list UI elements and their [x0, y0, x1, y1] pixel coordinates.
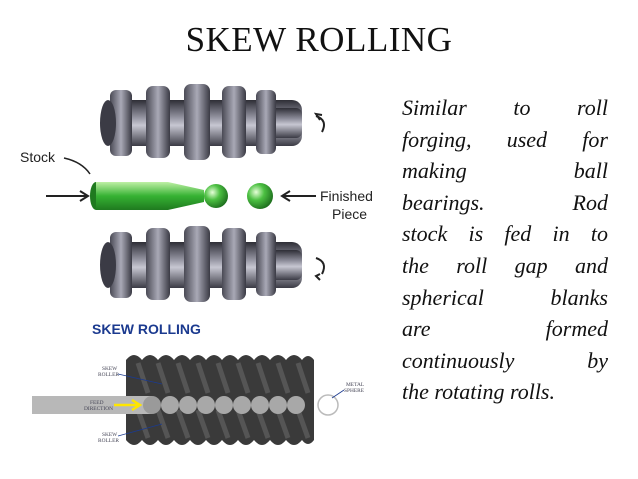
paragraph-line: Similar to roll: [402, 95, 608, 120]
rotation-arrow-icon: [313, 112, 325, 133]
rotation-arrow-icon: [314, 257, 325, 281]
paragraph-line: forging, used for: [402, 126, 608, 152]
leader-line: [117, 373, 163, 385]
metal-sphere-label: METAL: [346, 382, 364, 388]
paragraph-line: the roll gap and: [402, 252, 608, 278]
feed-label: FEED: [90, 400, 104, 406]
paragraph-line: spherical blanks: [402, 284, 608, 310]
finished-arrow-icon: [280, 190, 316, 202]
leader-line: [117, 423, 163, 437]
feed-arrow-icon: [46, 190, 90, 202]
stock-label: Stock: [20, 149, 56, 165]
schematic-title: SKEW ROLLING: [92, 321, 201, 337]
forming-ball: [204, 184, 228, 208]
metal-sphere: [317, 394, 339, 416]
paragraph-line: stock is fed in to: [402, 221, 608, 247]
finished-label-line1: Finished: [320, 188, 373, 204]
feed-label-2: DIRECTION: [84, 406, 113, 412]
finished-label-line2: Piece: [332, 206, 367, 222]
paragraph-line: continuously by: [402, 347, 608, 373]
skew-rolling-schematic: SKEW ROLLING SKEW ROLLER FEED DIRECTION …: [32, 321, 365, 445]
leader-line: [331, 389, 345, 399]
finished-ball: [247, 183, 273, 209]
lower-roll: [100, 226, 302, 302]
stock-pointer: [63, 157, 91, 175]
paragraph-line: the rotating rolls.: [402, 379, 555, 405]
slide-title: SKEW ROLLING: [185, 20, 453, 59]
feed-direction-arrow-icon: [114, 398, 143, 412]
skew-roller-top-label: SKEW: [102, 366, 118, 372]
skew-roller-bottom-label-2: ROLLER: [98, 438, 119, 444]
upper-roll: [100, 84, 302, 160]
paragraph-line: are formed: [402, 316, 608, 342]
description-paragraph: Similar to roll forging, used for making…: [402, 92, 608, 408]
stock-bar: [90, 182, 273, 210]
feed-bar: [32, 396, 152, 414]
paragraph-line: bearings. Rod: [402, 189, 608, 215]
metal-sphere-label-2: SPHERE: [344, 388, 365, 394]
schematic-balls: [143, 394, 339, 416]
skew-roller-top-label-2: ROLLER: [98, 372, 119, 378]
skew-roller-bottom-label: SKEW: [102, 432, 118, 438]
skew-rolling-diagram: Stock Finished Piece: [20, 84, 373, 302]
paragraph-line: making ball: [402, 158, 608, 184]
